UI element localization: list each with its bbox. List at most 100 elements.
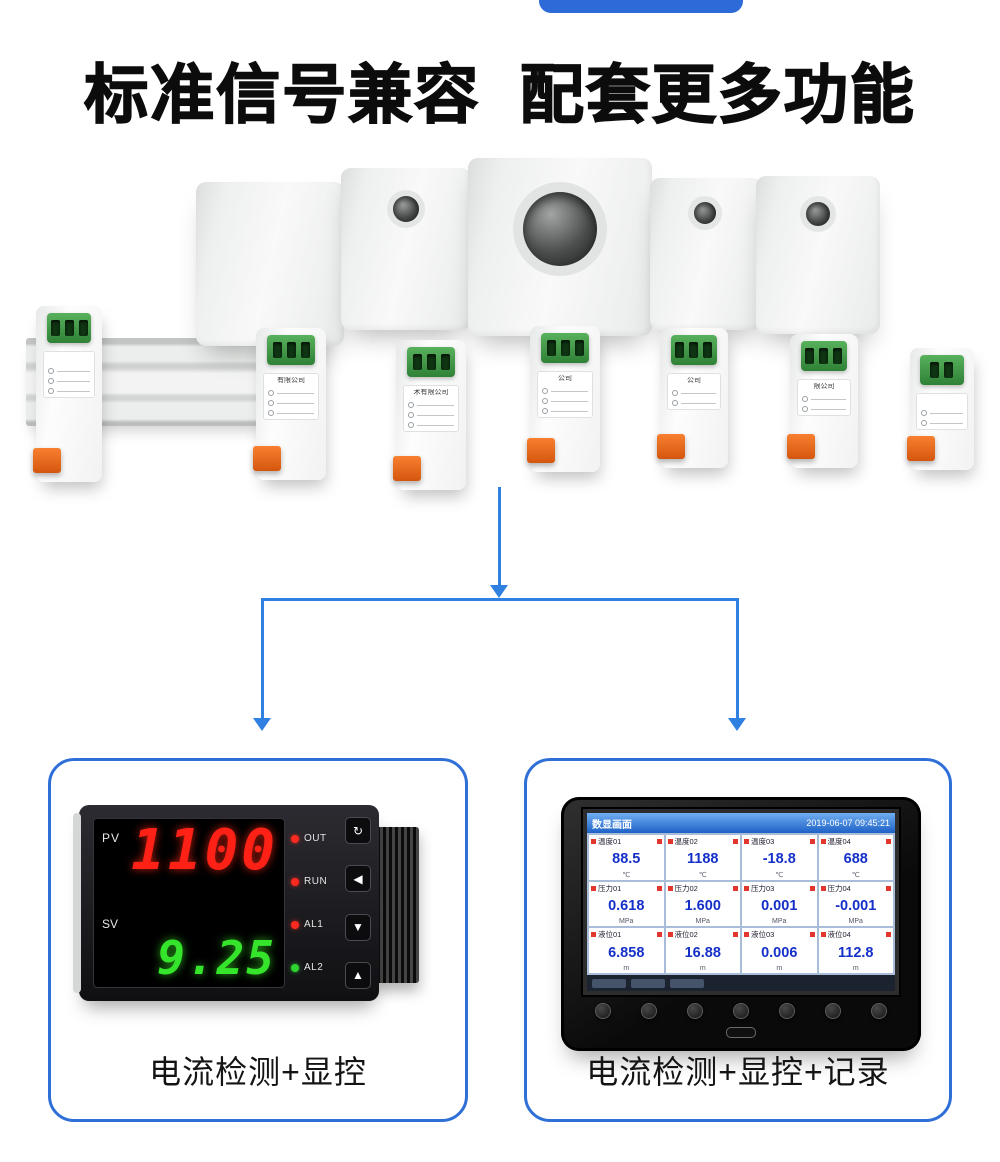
- mount-clip: [907, 436, 935, 461]
- indicator-label: OUT: [304, 833, 327, 844]
- screen-timestamp: 2019-06-07 09:45:21: [806, 818, 890, 828]
- recorder-key: [687, 1003, 703, 1019]
- terminal-circle-icon: [268, 390, 274, 396]
- terminal-slot: [78, 320, 88, 336]
- cell-value: 88.5: [612, 850, 641, 867]
- device-label-text: [48, 355, 91, 364]
- schematic-row: [542, 398, 588, 404]
- cell-unit: MPa: [772, 918, 787, 926]
- terminal-block: [46, 313, 92, 343]
- terminal-slot: [50, 320, 60, 336]
- transformer-head-4: [650, 178, 762, 330]
- schematic-row: [47, 368, 91, 374]
- card-caption: 电流检测+显控+记录: [586, 1054, 890, 1090]
- transmitter-body-7: [907, 348, 974, 470]
- alarm-tag-icon: [733, 932, 738, 938]
- schematic-row: [542, 388, 588, 394]
- terminal-slot: [286, 342, 296, 358]
- usb-port: [726, 1027, 756, 1038]
- sensor-hole: [393, 196, 419, 222]
- terminal-circle-icon: [268, 410, 274, 416]
- cell-value: 688: [843, 850, 868, 867]
- heatsink: [371, 827, 419, 983]
- terminal-slot: [440, 354, 450, 370]
- terminal-slot: [805, 348, 815, 364]
- flow-line-branch: [261, 598, 739, 601]
- alarm-tag-icon: [656, 839, 662, 844]
- schematic-row: [47, 388, 91, 394]
- channel-tag-icon: [820, 885, 826, 891]
- schematic-row: [921, 420, 963, 426]
- cell-value: 0.006: [761, 944, 798, 961]
- alarm-tag-icon: [809, 885, 815, 891]
- terminal-circle-icon: [921, 420, 928, 426]
- screen-titlebar: 数显画面 2019-06-07 09:45:21: [587, 813, 895, 833]
- schematic-row: [408, 412, 454, 418]
- arrow-down-icon: [490, 585, 508, 598]
- terminal-slot: [272, 342, 282, 358]
- schematic-row: [408, 422, 454, 428]
- mount-clip: [787, 434, 815, 459]
- cell-name: 压力03: [751, 883, 775, 893]
- meter-display: PV 1100 SV 9.25: [93, 818, 285, 988]
- schematic-row: [801, 406, 847, 412]
- pv-value: 1100: [131, 818, 278, 883]
- device-label: 公司: [666, 373, 722, 410]
- section-tab: [539, 0, 743, 13]
- cell-unit: MPa: [619, 918, 634, 926]
- schematic-row: [268, 390, 314, 396]
- terminal-circle-icon: [542, 388, 548, 394]
- cell-name: 温度03: [751, 837, 775, 846]
- device-label-text: 术有限公司: [413, 389, 449, 396]
- transformer-head-2: [341, 168, 471, 330]
- cell-header: 液位04: [819, 928, 894, 940]
- wire-line: [680, 392, 717, 394]
- terminal-slot: [560, 340, 570, 356]
- transmitter-body-3: 术有限公司: [393, 340, 466, 490]
- sensor-hole: [806, 202, 830, 226]
- terminal-slot: [426, 354, 436, 370]
- channel-tag-icon: [820, 932, 826, 938]
- terminal-block: [407, 347, 455, 377]
- terminal-slot: [546, 340, 556, 356]
- schematic-row: [542, 408, 588, 414]
- cell-value: -18.8: [762, 850, 796, 867]
- wire-line: [56, 390, 91, 392]
- terminal-circle-icon: [801, 396, 808, 402]
- device-label: [42, 351, 96, 398]
- wire-line: [551, 390, 588, 392]
- indicator-al1: AL1: [291, 919, 343, 930]
- schematic-row: [671, 390, 717, 396]
- flow-line-left: [261, 600, 264, 720]
- terminal-slot: [930, 362, 940, 378]
- recorder-cell: 温度03-18.8℃: [742, 835, 817, 880]
- mount-clip: [657, 434, 685, 459]
- terminal-circle-icon: [408, 402, 414, 408]
- menu-chip: [670, 978, 704, 988]
- alarm-tag-icon: [733, 885, 738, 891]
- terminal-circle-icon: [268, 400, 274, 406]
- channel-tag-icon: [744, 885, 749, 891]
- device-label-text: 公司: [558, 375, 572, 382]
- transformer-head-5: [756, 176, 880, 334]
- terminal-slot: [300, 342, 310, 358]
- cell-unit: MPa: [695, 918, 710, 926]
- schematic-row: [801, 396, 847, 402]
- led-icon: [291, 920, 299, 929]
- wire-line: [56, 380, 91, 382]
- terminal-slot: [703, 342, 713, 358]
- wire-line: [551, 410, 588, 412]
- terminal-block: [920, 355, 964, 385]
- cell-header: 压力04: [819, 882, 894, 894]
- shift-key-icon: ◀: [345, 865, 371, 893]
- channel-tag-icon: [591, 839, 596, 844]
- cell-name: 压力01: [598, 883, 622, 893]
- terminal-block: [541, 333, 589, 363]
